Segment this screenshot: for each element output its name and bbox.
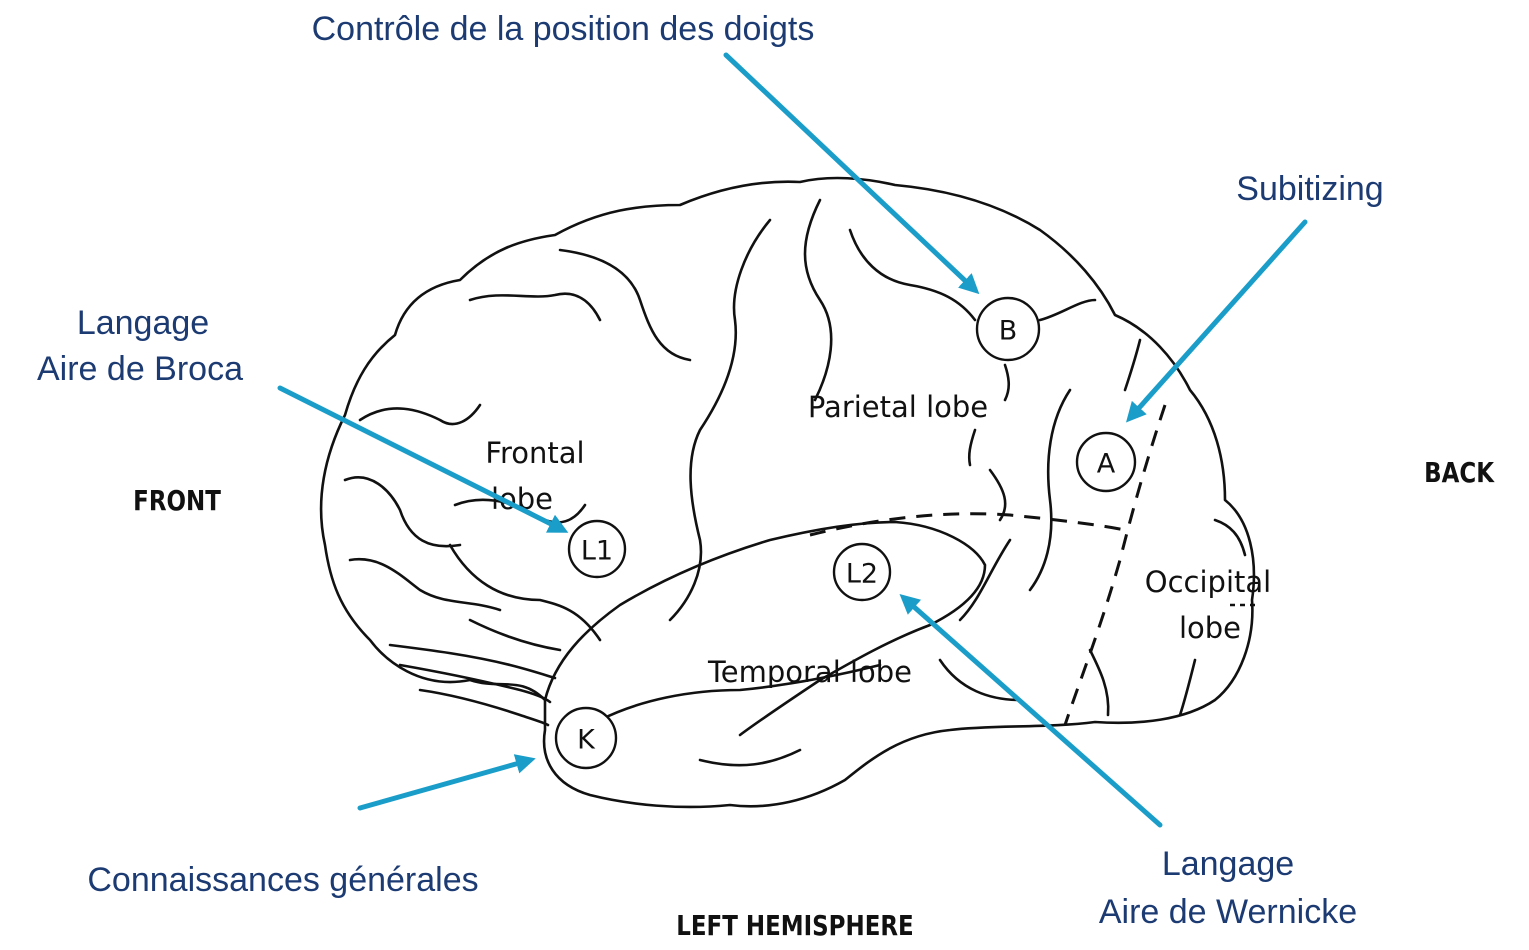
frontal-sulcus-2 [468, 292, 602, 322]
occipital-lobe-label-1: Occipital [1145, 565, 1271, 599]
frontal-sulcus-1 [358, 403, 482, 426]
temporal-sulcus-3 [1088, 648, 1110, 717]
temporal-sulcus-2 [938, 658, 1022, 702]
subitizing-annotation: Subitizing [1236, 170, 1383, 208]
front-label: FRONT [133, 485, 221, 518]
temporal-sulcus-1 [698, 748, 802, 767]
region-l2-letter: L2 [846, 559, 878, 590]
wernicke-arrow [899, 594, 1163, 828]
region-b-circle [975, 296, 1041, 362]
broca-annotation-line2: Aire de Broca [37, 350, 243, 388]
parietal-sulcus-4 [967, 428, 977, 467]
subitizing-arrow [1126, 219, 1308, 423]
broca-arrow [277, 385, 569, 533]
back-label: BACK [1424, 457, 1495, 490]
wernicke-annotation-line2: Aire de Wernicke [1099, 893, 1357, 931]
frontal-lobe-label-1: Frontal [485, 436, 584, 470]
region-l1: L1 [567, 519, 627, 579]
broca-annotation-line1: Langage [77, 304, 209, 342]
parietal-sulcus-6 [1028, 388, 1072, 592]
postcentral-sulcus [803, 198, 833, 402]
parietal-sulcus-5 [1123, 338, 1142, 392]
occipital-sulcus-1 [1213, 518, 1247, 557]
temporal-lobe-outline [543, 520, 987, 737]
orbital-fold-2 [398, 663, 552, 704]
finger-control-arrow [723, 52, 980, 295]
hemisphere-label: LEFT HEMISPHERE [676, 910, 913, 943]
annotation-arrows [277, 52, 1308, 828]
region-l2: L2 [832, 542, 892, 602]
region-k-circle [554, 706, 618, 770]
parietal-sulcus-8 [958, 538, 1012, 622]
parietal-temporal-boundary [809, 512, 1126, 537]
occipital-lobe-label-2: lobe [1179, 611, 1241, 645]
region-l1-circle [567, 519, 627, 579]
region-a-letter: A [1097, 449, 1116, 480]
region-a: A [1075, 431, 1137, 493]
parietal-sulcus-1 [848, 228, 977, 322]
region-b-letter: B [999, 316, 1018, 347]
frontal-sulcus-7 [448, 543, 602, 642]
central-sulcus [668, 218, 772, 622]
wernicke-annotation-line1: Langage [1162, 845, 1294, 883]
region-l2-circle [832, 542, 892, 602]
lobe-labels: Frontal lobe Parietal lobe Temporal lobe… [485, 390, 1271, 689]
parietal-sulcus-3 [1003, 363, 1011, 402]
region-k-letter: K [577, 725, 596, 756]
annotation-texts: Contrôle de la position des doigts Subit… [37, 10, 1384, 931]
parietal-lobe-label: Parietal lobe [808, 390, 988, 424]
finger-control-annotation: Contrôle de la position des doigts [312, 10, 815, 48]
orientation-labels: FRONT BACK LEFT HEMISPHERE [133, 457, 1495, 943]
general-knowledge-annotation: Connaissances générales [87, 861, 478, 899]
occipital-sulcus-2 [1178, 658, 1197, 717]
brain-outline [319, 176, 1256, 809]
region-a-circle [1075, 431, 1137, 493]
region-k: K [554, 706, 618, 770]
region-markers: B A L1 L2 K [554, 296, 1137, 770]
brain-drawing [319, 176, 1256, 809]
temporal-lobe-label: Temporal lobe [707, 655, 912, 689]
parietal-sulcus-2 [1038, 298, 1097, 322]
general-knowledge-arrow [357, 754, 536, 811]
region-b: B [975, 296, 1041, 362]
frontal-sulcus-5 [348, 557, 502, 612]
orbital-fold-3 [418, 688, 550, 727]
orbital-fold-1 [388, 643, 557, 680]
parietal-sulcus-7 [988, 468, 1007, 522]
orbital-fold-4 [468, 618, 562, 652]
frontal-sulcus-3 [558, 248, 692, 362]
region-l1-letter: L1 [581, 536, 613, 567]
frontal-sulcus-4 [343, 476, 462, 548]
temporal-lobe-lower [598, 663, 882, 722]
